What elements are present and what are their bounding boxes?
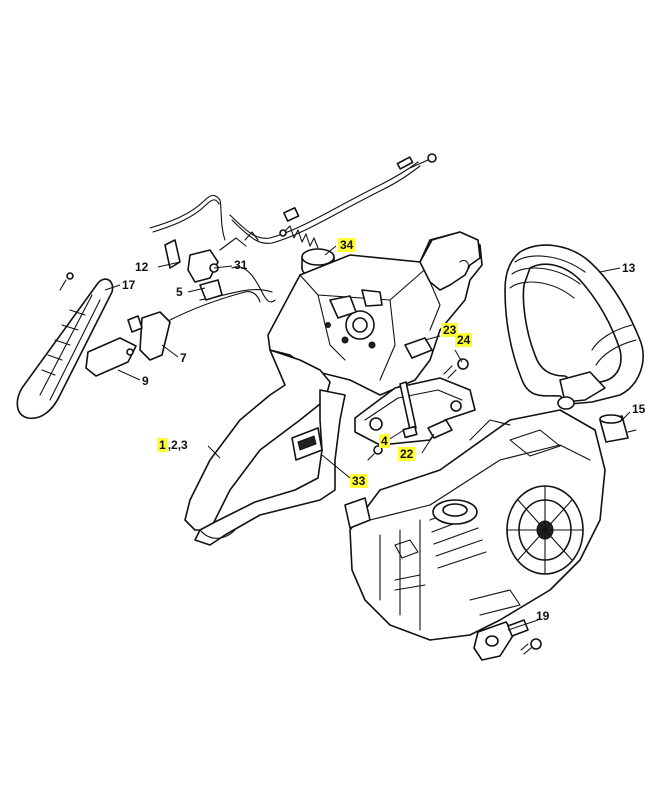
callout-4-text: 4 (379, 434, 390, 448)
callout-23-text: 23 (441, 323, 459, 337)
part-13-front-handle (504, 244, 644, 410)
callout-1-text: 1 (157, 438, 168, 452)
callout-31: 31 (234, 258, 247, 272)
callout-15: 15 (632, 402, 645, 416)
callout-1-2-3: 1,2,3 (157, 438, 188, 452)
callout-24: 24 (455, 333, 473, 347)
spring-31 (279, 225, 319, 249)
callout-5-text: 5 (176, 285, 183, 299)
part-1-rear-handle-housing (184, 231, 483, 546)
callout-9: 9 (142, 374, 149, 388)
callout-7: 7 (180, 351, 187, 365)
callout-33-text: 33 (350, 474, 368, 488)
callout-17-text: 17 (122, 278, 136, 292)
callout-2-3-text: ,2,3 (167, 438, 188, 452)
callout-23: 23 (441, 323, 459, 337)
callout-19-text: 19 (536, 609, 550, 623)
trigger-7 (127, 291, 261, 361)
leader-lines (104, 245, 631, 631)
callout-34-text: 34 (338, 238, 356, 252)
callout-13-text: 13 (622, 261, 636, 275)
part-19-bracket (473, 619, 542, 661)
part-22-plate (354, 377, 476, 446)
callout-22: 22 (398, 447, 416, 461)
part-4-bolt (367, 381, 418, 461)
callout-34: 34 (338, 238, 356, 252)
callout-12: 12 (135, 260, 148, 274)
part-15-av-mount (599, 414, 637, 443)
callout-4: 4 (379, 434, 390, 448)
callout-19: 19 (536, 609, 549, 623)
callout-24-text: 24 (455, 333, 473, 347)
callout-33: 33 (350, 474, 368, 488)
callout-5: 5 (176, 285, 183, 299)
callout-12-text: 12 (135, 260, 149, 274)
callout-13: 13 (622, 261, 635, 275)
callout-15-text: 15 (632, 402, 646, 416)
screw-23-24 (443, 358, 469, 379)
engine-block (344, 409, 606, 641)
callout-31-text: 31 (234, 258, 248, 272)
part-17-cover (16, 272, 114, 420)
callout-17: 17 (122, 278, 135, 292)
wire-harness (149, 153, 437, 303)
callout-9-text: 9 (142, 374, 149, 388)
callout-22-text: 22 (398, 447, 416, 461)
throttle-linkage (164, 231, 259, 301)
callout-7-text: 7 (180, 351, 187, 365)
part-9-lever (85, 337, 137, 377)
